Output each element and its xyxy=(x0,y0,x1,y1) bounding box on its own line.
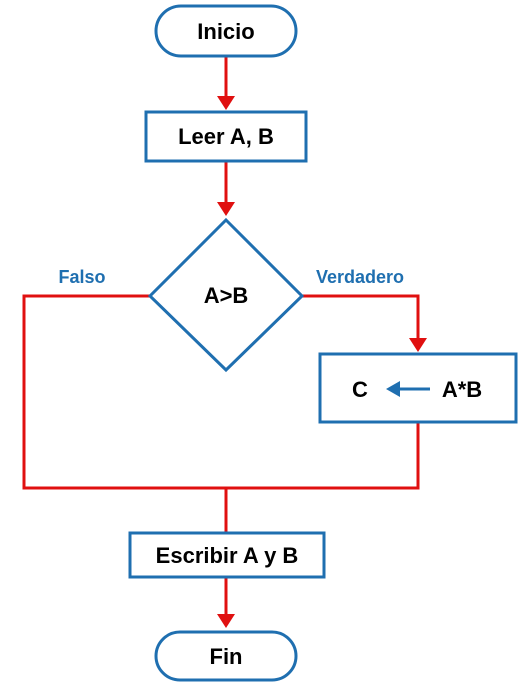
arrowhead-end xyxy=(217,614,235,628)
start-node: Inicio xyxy=(154,4,298,58)
read-label: Leer A, B xyxy=(178,124,274,149)
assign-node: C A*B xyxy=(318,352,518,424)
write-process-shape xyxy=(128,531,326,579)
end-node: Fin xyxy=(154,630,298,682)
assign-expr-label: A*B xyxy=(442,377,482,402)
assign-target-label: C xyxy=(352,377,368,402)
connectors xyxy=(22,56,427,628)
start-terminal-shape xyxy=(154,4,298,58)
decision-diamond-shape xyxy=(147,217,305,373)
connector-true-branch xyxy=(302,294,420,342)
end-terminal-shape xyxy=(154,630,298,682)
write-node: Escribir A y B xyxy=(128,531,326,579)
arrowhead-assign xyxy=(409,338,427,352)
read-process-shape xyxy=(144,110,308,163)
decision-label: A>B xyxy=(204,283,249,308)
end-label: Fin xyxy=(210,644,243,669)
false-branch-label: Falso xyxy=(58,267,105,287)
arrowhead-decision xyxy=(217,202,235,216)
connector-assign-merge xyxy=(226,422,420,490)
true-branch-label: Verdadero xyxy=(316,267,404,287)
left-arrow-icon xyxy=(386,381,400,397)
decision-node: A>B xyxy=(147,217,305,373)
arrowhead-read xyxy=(217,96,235,110)
write-label: Escribir A y B xyxy=(156,543,299,568)
connector-false-branch xyxy=(22,294,226,490)
start-label: Inicio xyxy=(197,19,254,44)
read-node: Leer A, B xyxy=(144,110,308,163)
